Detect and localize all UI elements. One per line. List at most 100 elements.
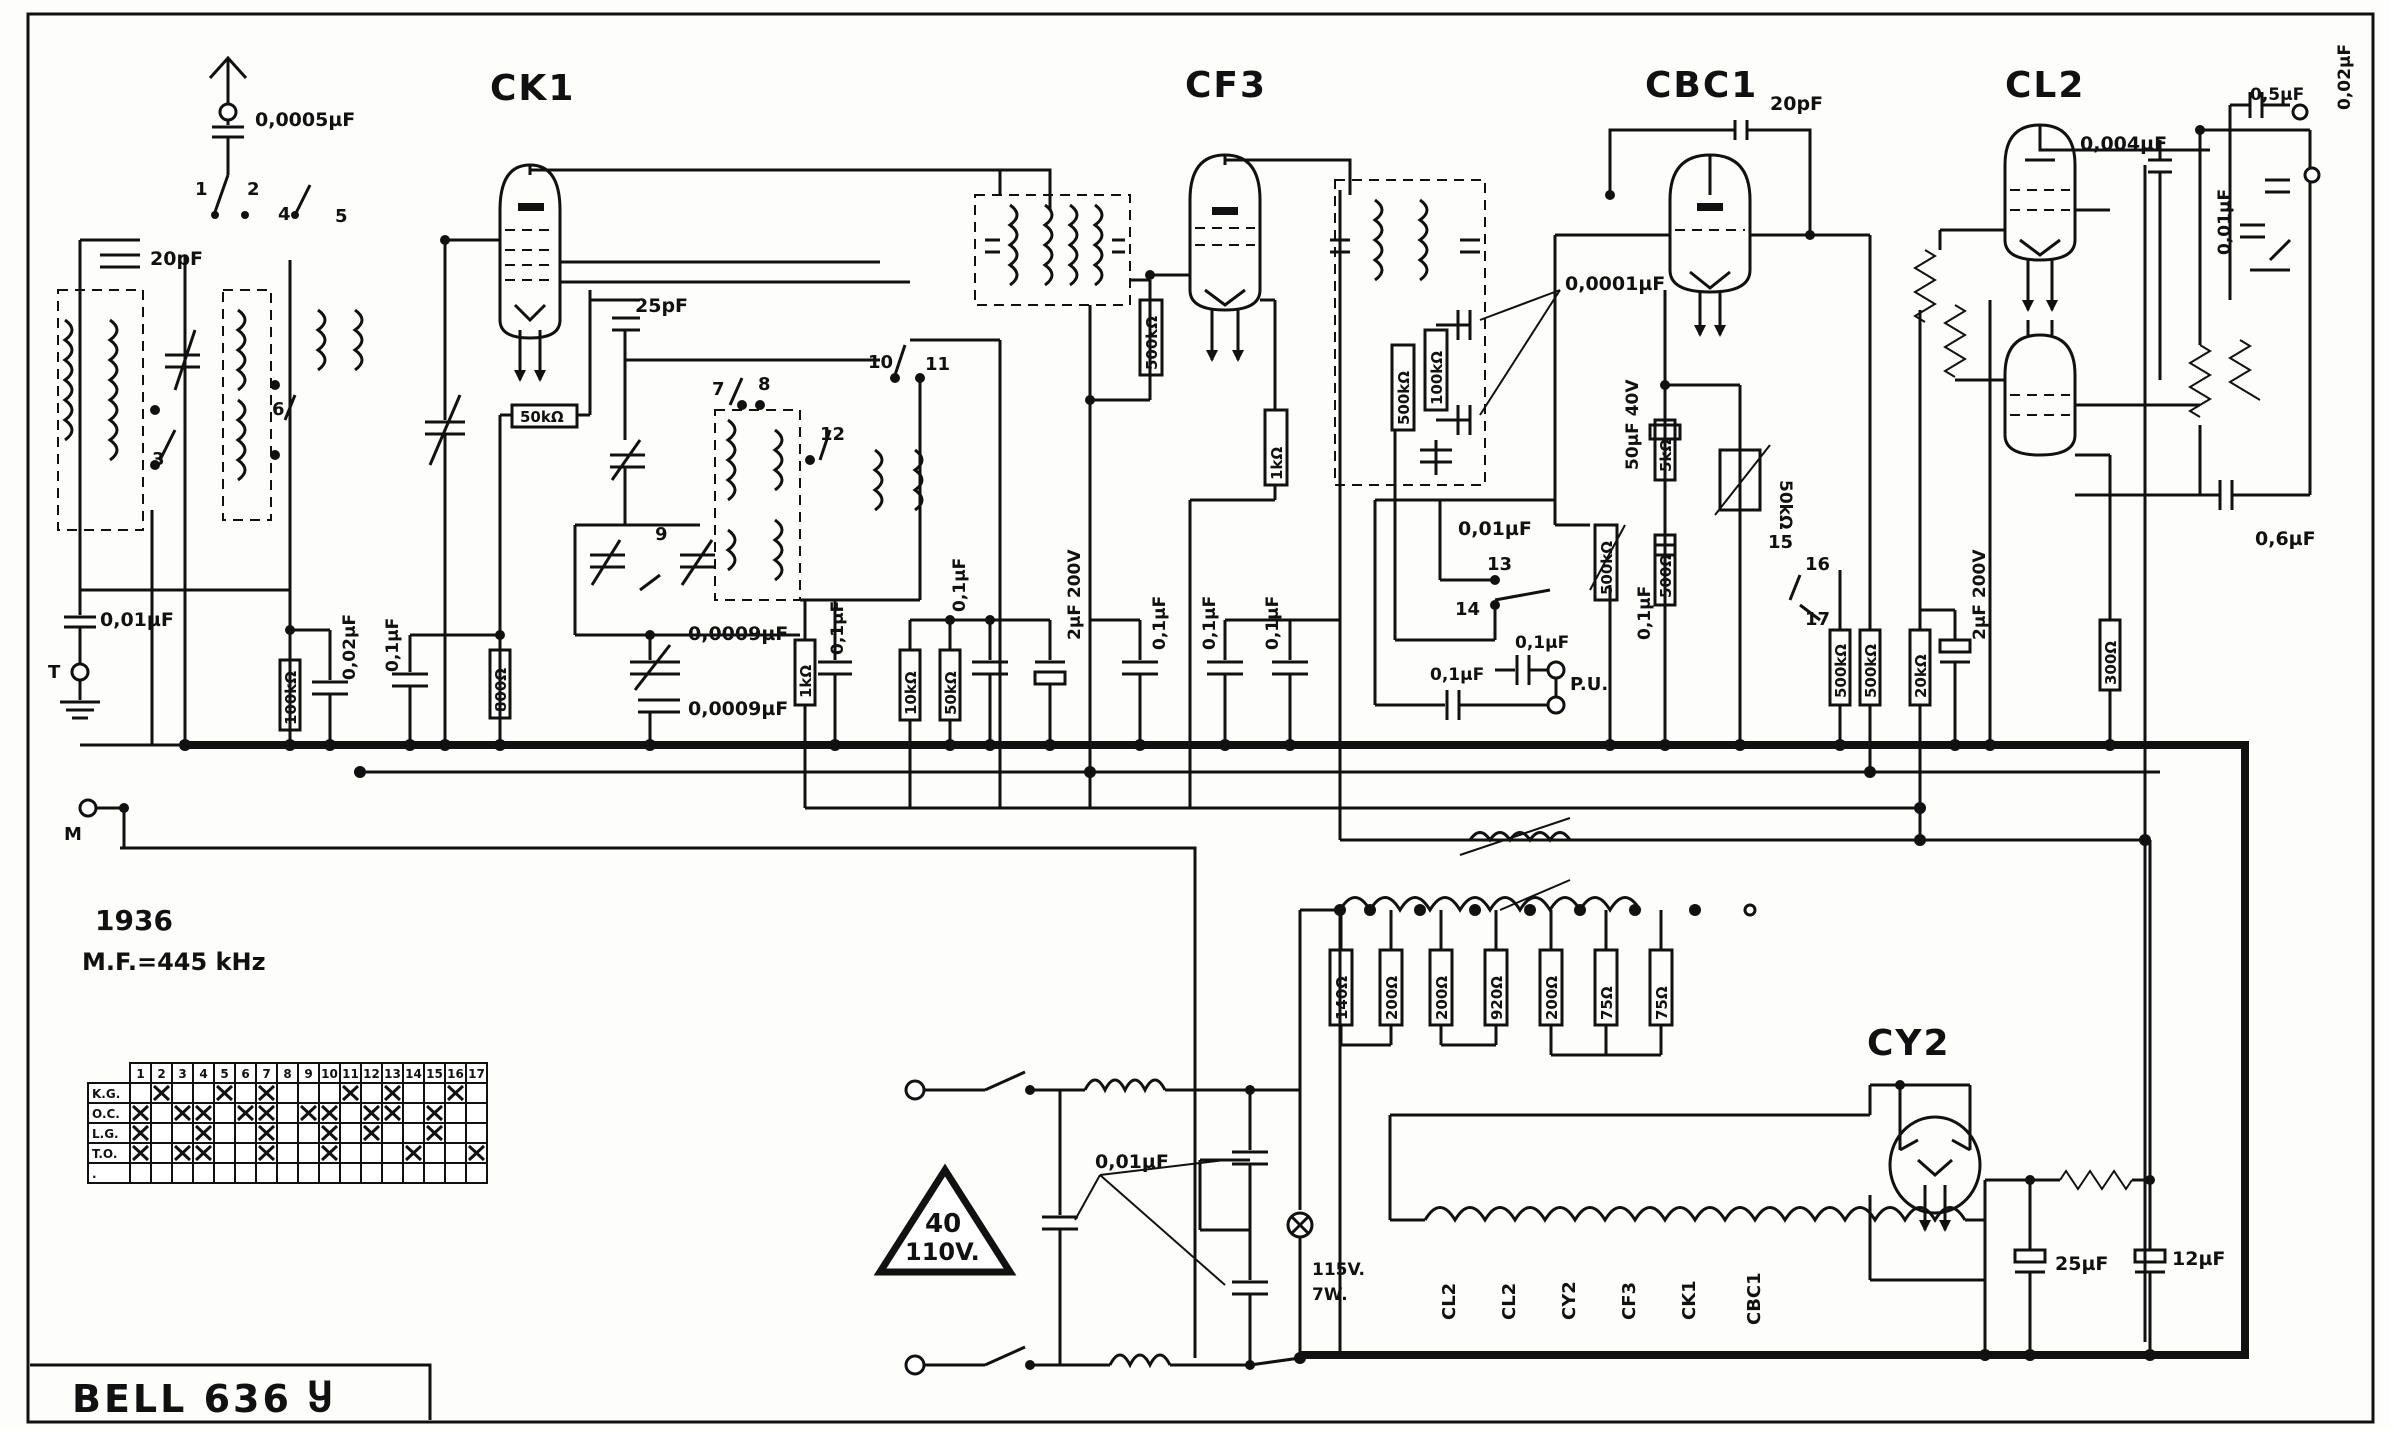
cl2-cathode: 300Ω <box>2098 600 2122 745</box>
switch-13-17: 13 14 15 16 17 <box>1438 500 1830 640</box>
svg-text:9: 9 <box>655 524 668 545</box>
ck1-cathode: 50kΩ 800Ω <box>488 290 592 745</box>
svg-text:7: 7 <box>712 379 725 400</box>
table-mark-x <box>194 1144 213 1162</box>
table-column-label: 13 <box>384 1067 401 1081</box>
c-01e-label: 0,1µF <box>1200 596 1220 650</box>
table-cell <box>465 1102 488 1124</box>
supply-wiring <box>120 165 2160 1358</box>
table-row-label: L.G. <box>92 1127 119 1141</box>
r-300-label: 300Ω <box>2102 641 2120 685</box>
table-cell <box>402 1122 425 1144</box>
tuning-capacitor-1 <box>425 235 465 745</box>
svg-text:12: 12 <box>820 424 845 445</box>
r-1k-label: 1kΩ <box>797 665 815 698</box>
table-cell <box>213 1102 236 1124</box>
dropper-r5-label: 200Ω <box>1543 976 1561 1020</box>
table-column-label: 8 <box>283 1067 291 1081</box>
table-cell <box>171 1162 194 1184</box>
table-cell <box>318 1082 341 1104</box>
svg-text:4: 4 <box>278 204 291 225</box>
c-004-label: 0,004µF <box>2080 133 2167 155</box>
pickup-input: P.U. 0,1µF 0,1µF <box>1373 430 1608 720</box>
c-2u: 2µF 200V 0,1µF <box>1000 395 1170 745</box>
dropper-r6-label: 75Ω <box>1598 986 1616 1020</box>
table-cell <box>192 1082 215 1104</box>
table-cell <box>465 1162 488 1184</box>
table-cell <box>276 1142 299 1164</box>
cl2-network: 0,004µF 0,6µF <box>1913 125 2316 550</box>
tube-ck1 <box>445 163 1052 382</box>
table-mark-x <box>257 1144 276 1162</box>
r-500kc-label: 500kΩ <box>1598 541 1616 595</box>
heater-cl2a-label: CL2 <box>1439 1283 1460 1320</box>
oscillator-coils: 9 7 8 12 <box>573 358 880 640</box>
table-mark-x <box>215 1084 234 1102</box>
table-cell <box>150 1162 173 1184</box>
table-mark-x <box>425 1124 444 1142</box>
table-cell <box>318 1162 341 1184</box>
table-mark-x <box>320 1124 339 1142</box>
table-mark-x <box>467 1144 486 1162</box>
title-block-text: BELL 636 Ⴘ <box>72 1377 335 1421</box>
table-mark-x <box>194 1124 213 1142</box>
dropper-r1-label: 140Ω <box>1333 976 1351 1020</box>
table-mark-x <box>362 1124 381 1142</box>
heater-chain: CL2 CL2 CY2 CF3 CK1 CBC1 <box>1388 1113 1987 1355</box>
table-cell <box>297 1122 320 1144</box>
tube-cf3-label: CF3 <box>1185 65 1267 106</box>
table-cell <box>150 1142 173 1164</box>
svg-text:8: 8 <box>758 374 771 395</box>
table-mark-x <box>425 1104 444 1122</box>
table-cell <box>234 1082 257 1104</box>
c-0009b-label: 0,0009µF <box>688 698 788 720</box>
table-cell <box>192 1162 215 1184</box>
table-column-label: 5 <box>220 1067 228 1081</box>
c-12u-label: 12µF <box>2172 1248 2225 1270</box>
svg-text:6: 6 <box>272 399 285 420</box>
cf3-cathode: 1kΩ 0,1µF 0,1µF <box>1188 408 1340 808</box>
table-cell <box>360 1142 383 1164</box>
svg-text:5: 5 <box>335 206 348 227</box>
field-coil <box>1459 817 1572 856</box>
table-mark-x <box>131 1124 150 1142</box>
dropper-r3-label: 200Ω <box>1433 976 1451 1020</box>
tube-cy2 <box>1810 1080 2030 1282</box>
table-cell <box>276 1162 299 1184</box>
c-2ub-label: 2µF 200V <box>1970 549 1990 640</box>
table-mark-x <box>383 1084 402 1102</box>
r-500kb-label: 500kΩ <box>1395 371 1413 425</box>
c-01d-label: 0,1µF <box>1150 596 1170 650</box>
ground-bus <box>80 741 2249 1359</box>
table-cell <box>465 1082 488 1104</box>
tube-cl2-label: CL2 <box>2005 65 2085 106</box>
r-50kb-label: 50kΩ <box>942 671 960 715</box>
table-column-label: 17 <box>468 1067 485 1081</box>
table-cell <box>339 1142 362 1164</box>
table-cell <box>444 1142 467 1164</box>
if-transformer-2: 500kΩ 100kΩ 0,0001µF 0,01µF <box>1330 179 1665 840</box>
svg-text:13: 13 <box>1487 554 1512 575</box>
svg-text:15: 15 <box>1768 532 1793 553</box>
plate-loads: 500kΩ 500kΩ 20kΩ 2µF 200V <box>1828 300 1992 840</box>
table-column-label: 16 <box>447 1067 464 1081</box>
table-cell <box>381 1142 404 1164</box>
r-1kb-label: 1kΩ <box>1268 447 1286 480</box>
table-cell <box>339 1122 362 1144</box>
table-mark-x <box>257 1084 276 1102</box>
pickup-label: P.U. <box>1570 674 1608 695</box>
table-mark-x <box>320 1144 339 1162</box>
lamp-volts-label: 115V. <box>1312 1260 1365 1280</box>
heater-cbc1-label: CBC1 <box>1744 1272 1765 1325</box>
r-500k-label: 500kΩ <box>1143 316 1161 370</box>
table-column-label: 7 <box>262 1067 270 1081</box>
heater-cf3-label: CF3 <box>1619 1282 1640 1320</box>
table-mark-x <box>341 1084 360 1102</box>
c-06-label: 0,6µF <box>2255 528 2316 550</box>
svg-text:2: 2 <box>247 179 260 200</box>
table-cell <box>234 1142 257 1164</box>
tube-cy2-label: CY2 <box>1867 1023 1951 1064</box>
table-cell <box>423 1162 446 1184</box>
table-cell <box>297 1082 320 1104</box>
